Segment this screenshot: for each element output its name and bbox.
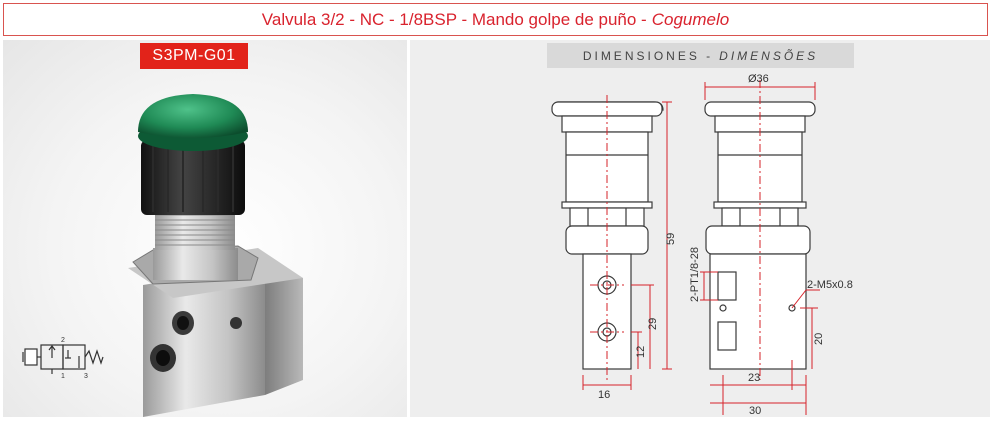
dim-20: 20 xyxy=(813,333,825,345)
dimensions-panel: 59 29 12 16 Ø36 2-PT1/8-28 2-M5x0.8 20 2… xyxy=(410,40,990,417)
valve-photo-illustration: 2 1 3 xyxy=(22,94,303,417)
technical-drawing: 59 29 12 16 Ø36 2-PT1/8-28 2-M5x0.8 20 2… xyxy=(551,73,853,417)
product-title-italic: Cogumelo xyxy=(651,9,730,29)
mount-hole xyxy=(230,317,242,329)
dim-ports-thread: 2-PT1/8-28 xyxy=(689,247,701,302)
black-collar xyxy=(141,140,245,215)
dim-29: 29 xyxy=(647,318,659,330)
dim-30: 30 xyxy=(749,405,761,417)
dim-59: 59 xyxy=(665,233,677,245)
dim-mount-thread: 2-M5x0.8 xyxy=(807,279,853,291)
product-title-main: Valvula 3/2 - NC - 1/8BSP - Mando golpe … xyxy=(261,9,647,29)
symbol-port-3: 3 xyxy=(84,373,88,380)
dim-23: 23 xyxy=(748,372,760,384)
dim-12: 12 xyxy=(635,346,647,358)
product-photo-panel: 2 1 3 xyxy=(3,40,407,417)
front-view xyxy=(551,101,664,370)
model-code-badge: S3PM-G01 xyxy=(140,43,248,69)
dim-16: 16 xyxy=(598,389,610,401)
green-mushroom-button xyxy=(138,94,248,138)
product-title: Valvula 3/2 - NC - 1/8BSP - Mando golpe … xyxy=(3,3,988,36)
dimension-lines xyxy=(582,82,820,415)
pneumatic-symbol xyxy=(22,344,104,374)
dimensions-header-italic: DIMENSÕES xyxy=(719,48,819,63)
dimensions-header-main: DIMENSIONES - xyxy=(582,48,714,63)
centerlines xyxy=(590,80,761,380)
dim-diameter-36: Ø36 xyxy=(748,73,769,85)
dimensions-header: DIMENSIONES - DIMENSÕES xyxy=(547,43,854,68)
symbol-port-2: 2 xyxy=(61,337,65,344)
valve-body-front xyxy=(143,265,265,417)
symbol-port-1: 1 xyxy=(61,373,65,380)
valve-body-side xyxy=(265,265,303,395)
